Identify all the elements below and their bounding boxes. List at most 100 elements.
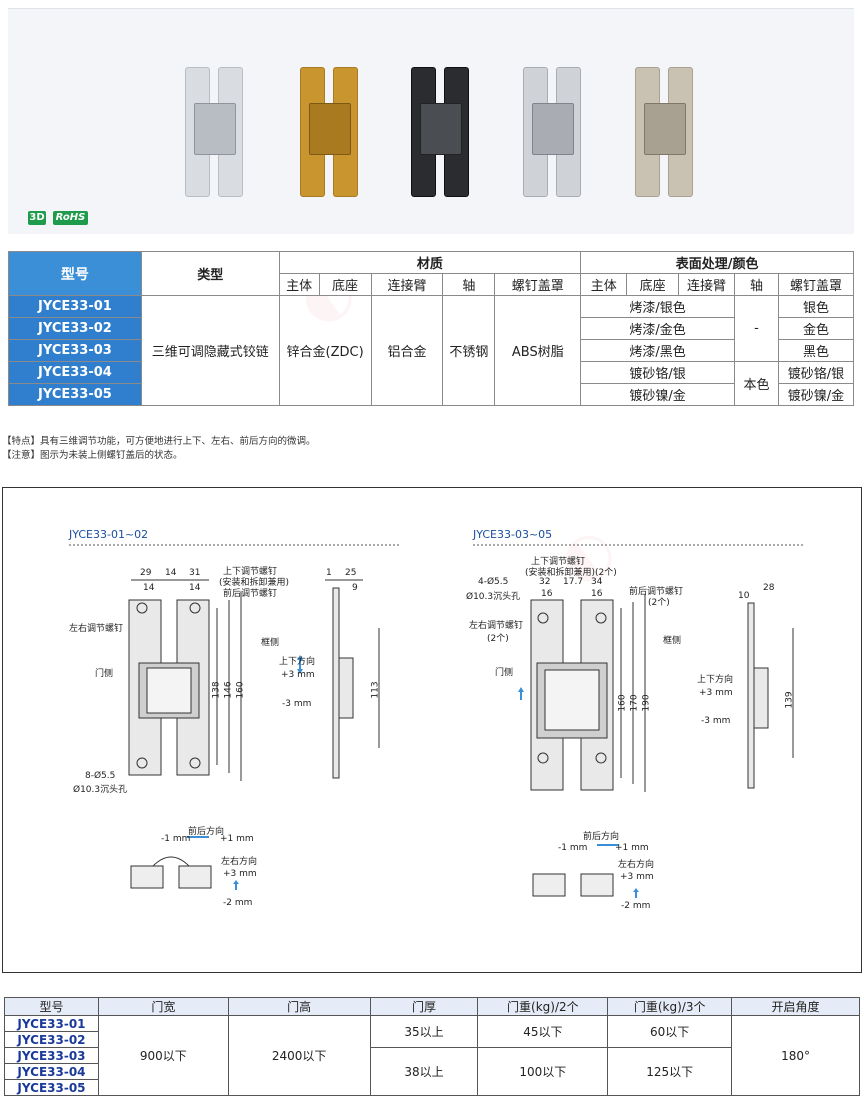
dim-label: 14	[189, 583, 201, 593]
drawing-frame: JYCE33-01~02 29 14 31 14 14 1 25 9 上下调节螺…	[2, 487, 862, 973]
product-photo-band	[8, 8, 854, 234]
label-lr: 左右方向	[221, 857, 258, 867]
model-cell[interactable]: JYCE33-04	[8, 361, 142, 384]
label-install: (安装和拆卸兼用)	[219, 578, 290, 588]
weight3-cell: 60以下	[607, 1015, 733, 1048]
label-plus3: +3 mm	[281, 670, 315, 680]
col-header: 门厚	[369, 997, 479, 1016]
dim-label: 25	[345, 568, 357, 578]
model-cell[interactable]: JYCE33-02	[4, 1031, 99, 1048]
sub-body: 主体	[278, 273, 320, 296]
col-header: 型号	[4, 997, 99, 1016]
label-frontback-screw: 前后调节螺钉	[629, 587, 684, 597]
sub-body: 主体	[580, 273, 628, 296]
cover-color-cell: 银色	[777, 295, 855, 318]
dim-32: 32	[539, 577, 551, 587]
surface-cell: 烤漆/金色	[580, 317, 736, 340]
drawing-title-left: JYCE33-01~02	[69, 528, 149, 541]
sub-base: 底座	[318, 273, 372, 296]
model-cell[interactable]: JYCE33-01	[4, 1015, 99, 1032]
label-frame: 框侧	[261, 638, 280, 648]
drawing-left-svg	[69, 544, 399, 890]
label-minus3: -3 mm	[282, 699, 312, 709]
label-door: 门侧	[495, 668, 514, 678]
model-cell[interactable]: JYCE33-05	[8, 383, 142, 406]
dim-146: 146	[223, 681, 234, 699]
col-header: 门高	[227, 997, 371, 1016]
label-frame: 框侧	[663, 636, 682, 646]
label-counterbore: Ø10.3沉头孔	[73, 785, 128, 795]
col-header: 门重(kg)/2个	[477, 997, 609, 1016]
model-cell[interactable]: JYCE33-04	[4, 1063, 99, 1080]
label-updown: 上下方向	[697, 675, 734, 685]
label-install: (安装和拆卸兼用)(2个)	[525, 568, 617, 578]
label-minus1: -1 mm	[558, 843, 588, 853]
label-minus1: -1 mm	[161, 834, 191, 844]
label-door: 门侧	[95, 669, 114, 679]
label-plus3: +3 mm	[699, 688, 733, 698]
weight2-cell: 45以下	[477, 1015, 609, 1048]
dim-113: 113	[370, 681, 381, 699]
label-lr-screw: 左右调节螺钉	[469, 621, 524, 631]
label-plus3b: +3 mm	[223, 869, 257, 879]
surface-cell: 镀砂铬/银	[580, 361, 736, 384]
dim-170: 170	[629, 694, 640, 712]
rohs-badge: RoHS	[53, 211, 88, 225]
dim-label: 9	[352, 583, 358, 593]
dim-16: 16	[541, 589, 553, 599]
hinge-photo-nickel	[630, 67, 698, 207]
feature-note: 【特点】具有三维调节功能，可方便地进行上下、左右、前后方向的微调。	[2, 436, 316, 447]
dim-139: 139	[784, 691, 795, 709]
label-counterbore: Ø10.3沉头孔	[466, 592, 521, 602]
label-minus3: -3 mm	[701, 716, 731, 726]
label-holes: 8-Ø5.5	[85, 771, 116, 781]
sub-arm: 连接臂	[678, 273, 736, 296]
label-holes: 4-Ø5.5	[478, 577, 509, 587]
sub-cover: 螺钉盖罩	[494, 273, 582, 296]
label-two-pcs: (2个)	[487, 634, 509, 644]
model-cell[interactable]: JYCE33-03	[4, 1047, 99, 1064]
label-frontback-screw: 前后调节螺钉	[223, 589, 278, 599]
surface-cell: 镀砂镍/金	[580, 383, 736, 406]
thickness-cell: 38以上	[369, 1047, 479, 1096]
model-cell[interactable]: JYCE33-02	[8, 317, 142, 340]
dim-34: 34	[591, 577, 603, 587]
weight3-cell: 125以下	[607, 1047, 733, 1096]
dim-10: 10	[738, 591, 750, 601]
label-minus2: -2 mm	[223, 898, 253, 908]
cover-color-cell: 黑色	[777, 339, 855, 362]
material-body-base: 锌合金(ZDC)	[278, 295, 372, 406]
spec-table: 型号 类型 材质 表面处理/颜色 主体 底座 连接臂 轴 螺钉盖罩 主体 底座 …	[8, 251, 855, 406]
label-updown-screw: 上下调节螺钉	[531, 557, 586, 567]
dim-160: 160	[235, 681, 246, 699]
dim-28: 28	[763, 583, 775, 593]
label-plus1: +1 mm	[220, 834, 254, 844]
hinge-photo-gold	[295, 67, 363, 207]
dim-label: 1	[326, 568, 332, 578]
model-cell[interactable]: JYCE33-01	[8, 295, 142, 318]
angle-cell: 180°	[731, 1015, 860, 1096]
type-cell: 三维可调隐藏式铰链	[140, 295, 280, 406]
sub-arm: 连接臂	[370, 273, 444, 296]
dim-16: 16	[591, 589, 603, 599]
hinge-photo-black	[406, 67, 474, 207]
weight2-cell: 100以下	[477, 1047, 609, 1096]
cover-color-cell: 镀砂铬/银	[777, 361, 855, 384]
label-updown-screw: 上下调节螺钉	[223, 567, 278, 577]
model-cell[interactable]: JYCE33-05	[4, 1079, 99, 1096]
dim-17-7: 17.7	[563, 577, 584, 587]
col-header: 门重(kg)/3个	[607, 997, 733, 1016]
door-width-cell: 900以下	[97, 1015, 229, 1096]
caution-note: 【注意】图示为未装上侧螺钉盖后的状态。	[2, 450, 183, 461]
door-height-cell: 2400以下	[227, 1015, 371, 1096]
3d-badge[interactable]: 3D	[28, 211, 46, 225]
surface-cell: 烤漆/黑色	[580, 339, 736, 362]
dim-label: 14	[143, 583, 155, 593]
col-header: 门宽	[97, 997, 229, 1016]
label-updown: 上下方向	[279, 657, 316, 667]
dimension-table: 型号 门宽 门高 门厚 门重(kg)/2个 门重(kg)/3个 开启角度 JYC…	[4, 997, 860, 1096]
sub-cover: 螺钉盖罩	[777, 273, 855, 296]
model-cell[interactable]: JYCE33-03	[8, 339, 142, 362]
dim-138: 138	[211, 681, 222, 699]
material-arm: 铝合金	[370, 295, 444, 406]
